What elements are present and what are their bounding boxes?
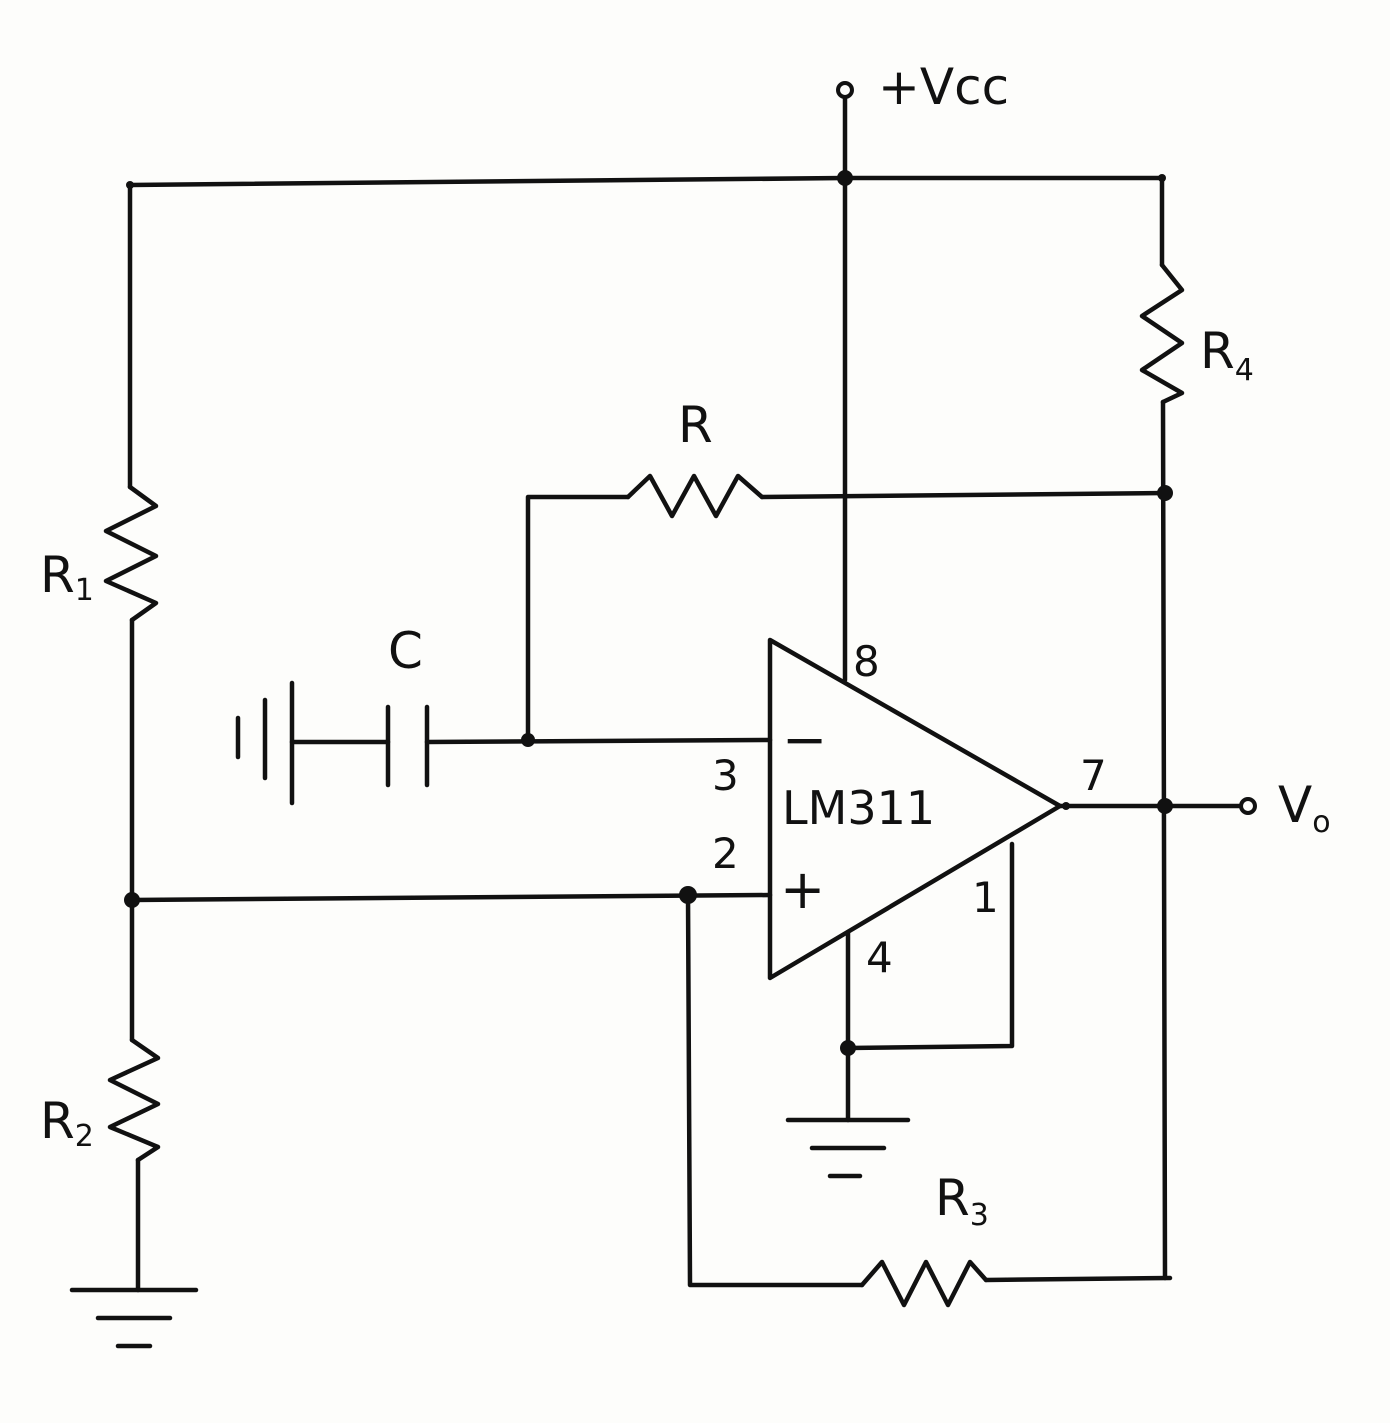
junction-dot-divider [124,892,140,908]
pin-1-label: 1 [972,873,999,922]
ground-symbol-comparator [785,1117,911,1179]
resistor-r4-symbol [1139,262,1185,405]
comparator-lm311-triangle [767,637,1063,981]
ground-symbol-left [235,680,295,806]
r3-left-wire [685,892,865,1288]
r3-right-wire [983,1275,1173,1283]
junction-dot-cap-r [521,733,535,747]
pin1-wire [845,841,1015,1051]
junction-dot-output [1157,798,1173,814]
capacitor-c-symbol [385,704,430,788]
vo-label: Vo [1278,776,1331,840]
junction-dot-pin7 [1062,802,1070,810]
junction-dot-top-left [126,181,134,189]
noninverting-input-wire [129,892,773,903]
junction-dot-vcc [837,170,853,186]
pin-7-label: 7 [1080,751,1107,800]
wiring [127,94,1243,1293]
junction-dot-ground [840,1040,856,1056]
junction-dot-r3-input [679,886,697,904]
top-rail-wire [127,175,1165,188]
c-label: C [388,622,423,680]
junction-dot-top-right [1158,174,1166,182]
r3-label: R3 [935,1169,989,1233]
r1-label: R1 [40,546,94,608]
inverting-input-sign: − [782,708,827,771]
comparator-part-label: LM311 [782,781,935,835]
ground-symbol-r2 [69,1287,199,1349]
r2-label: R2 [40,1092,94,1154]
resistor-r2-symbol [107,1037,161,1163]
pin-2-label: 2 [712,829,739,878]
pin-8-label: 8 [853,637,880,686]
vcc-terminal [836,81,854,99]
r-feedback-wire [525,494,631,743]
resistor-r3-symbol [859,1259,989,1308]
r4-bottom-wire [1160,399,1168,1281]
resistor-r1-symbol [103,484,159,623]
pin-4-label: 4 [866,933,893,982]
r-feedback-right-wire [759,490,1168,500]
junction-dot-r-r4 [1157,485,1173,501]
resistor-r-symbol [625,473,765,519]
noninverting-input-sign: + [780,858,825,921]
vcc-label: +Vcc [878,58,1009,116]
r-label: R [678,396,713,454]
inverting-input-wire [424,737,773,745]
r4-label: R4 [1200,322,1254,388]
pin-3-label: 3 [712,751,739,800]
output-terminal [1239,797,1257,815]
